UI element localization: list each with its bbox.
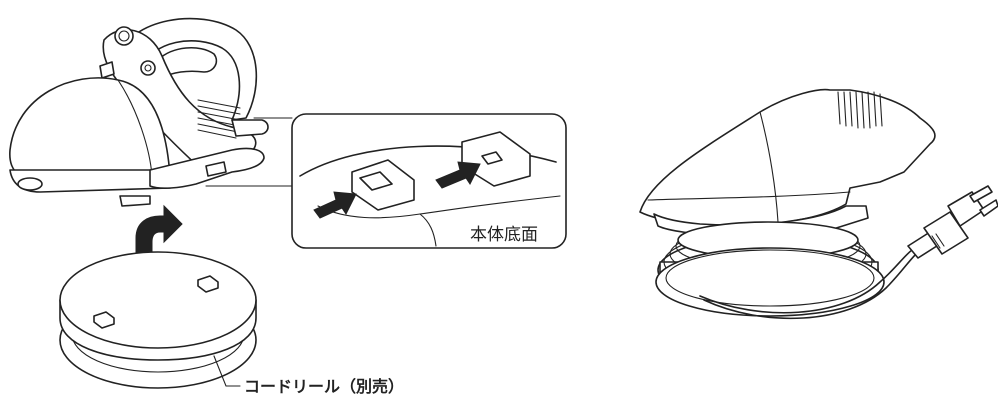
reel-label: コードリール（別売）: [244, 377, 404, 396]
cord-reel: [59, 251, 257, 389]
power-button-icon: [114, 26, 134, 46]
inset-label: 本体底面: [470, 225, 538, 245]
slot-arrow-icon: [313, 191, 357, 219]
reel-tab-icon: [93, 311, 115, 329]
vacuum-body: [9, 17, 269, 207]
bottom-view-inset: 本体底面: [291, 113, 567, 249]
reel-tab-icon: [197, 275, 219, 293]
vacuum-with-reel: [639, 88, 936, 320]
vent-grille: [837, 91, 883, 129]
reel-leader-line: [213, 355, 241, 387]
power-plug-icon: [907, 185, 998, 259]
attach-arrow-icon: [135, 204, 183, 259]
slot-arrow-icon: [435, 161, 481, 189]
